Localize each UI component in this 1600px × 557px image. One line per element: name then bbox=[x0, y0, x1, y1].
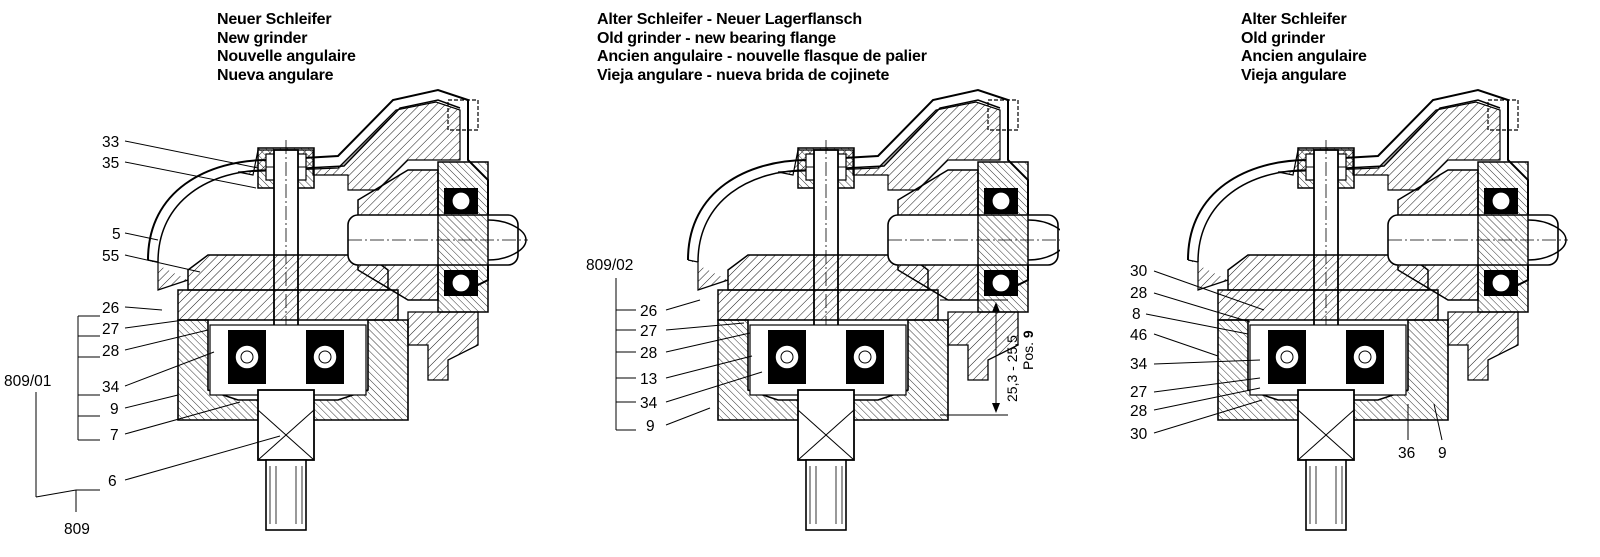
label-34: 34 bbox=[1130, 356, 1148, 373]
label-33: 33 bbox=[102, 134, 119, 151]
label-9: 9 bbox=[1438, 445, 1447, 462]
label-46: 46 bbox=[1130, 327, 1147, 344]
assembly-drawing-new: 33 35 5 55 26 27 28 809/01 34 9 7 6 809 bbox=[4, 89, 529, 538]
label-809-01: 809/01 bbox=[4, 373, 51, 390]
panel-old-grinder: Alter Schleifer Old grinder Ancien angul… bbox=[1100, 0, 1600, 557]
label-55: 55 bbox=[102, 248, 119, 265]
label-809-02: 809/02 bbox=[586, 257, 633, 274]
title-line-es: Nueva angulare bbox=[217, 66, 334, 84]
panel-old-grinder-new-flange: Alter Schleifer - Neuer Lagerflansch Old… bbox=[560, 0, 1060, 557]
title-line-en: Old grinder - new bearing flange bbox=[597, 29, 836, 47]
title-line-en: Old grinder bbox=[1241, 29, 1326, 47]
label-34: 34 bbox=[640, 395, 658, 412]
label-28-bottom: 28 bbox=[1130, 403, 1147, 420]
panel-title-block: Alter Schleifer - Neuer Lagerflansch Old… bbox=[597, 11, 927, 85]
label-35: 35 bbox=[102, 155, 119, 172]
title-line-de: Neuer Schleifer bbox=[217, 11, 332, 28]
title-line-es: Vieja angulare - nueva brida de cojinete bbox=[597, 66, 890, 84]
title-line-fr: Nouvelle angulaire bbox=[217, 48, 356, 65]
label-6: 6 bbox=[108, 473, 117, 490]
label-26: 26 bbox=[102, 300, 119, 317]
label-28-top: 28 bbox=[1130, 285, 1147, 302]
title-line-fr: Ancien angulaire - nouvelle flasque de p… bbox=[597, 48, 927, 65]
label-9: 9 bbox=[646, 418, 655, 435]
assembly-drawing-old-new-flange: 809/02 26 27 28 13 34 9 25,3 - 25,5 Pos.… bbox=[586, 89, 1060, 531]
label-28: 28 bbox=[102, 343, 119, 360]
label-28: 28 bbox=[640, 345, 657, 362]
label-5: 5 bbox=[112, 226, 121, 243]
label-13: 13 bbox=[640, 371, 657, 388]
label-7: 7 bbox=[110, 427, 119, 444]
label-9: 9 bbox=[110, 401, 119, 418]
title-line-fr: Ancien angulaire bbox=[1241, 48, 1367, 65]
label-34: 34 bbox=[102, 379, 120, 396]
label-27: 27 bbox=[640, 323, 657, 340]
title-line-es: Vieja angulare bbox=[1241, 66, 1347, 84]
label-26: 26 bbox=[640, 303, 657, 320]
title-line-en: New grinder bbox=[217, 29, 308, 47]
label-809: 809 bbox=[64, 521, 90, 538]
label-27: 27 bbox=[102, 321, 119, 338]
label-30-bottom: 30 bbox=[1130, 426, 1148, 443]
panel-new-grinder: Neuer Schleifer New grinder Nouvelle ang… bbox=[0, 0, 540, 557]
label-8: 8 bbox=[1132, 306, 1141, 323]
dimension-label: 25,3 - 25,5 bbox=[1004, 335, 1020, 402]
title-line-de: Alter Schleifer - Neuer Lagerflansch bbox=[597, 11, 862, 28]
label-36: 36 bbox=[1398, 445, 1415, 462]
pos-label: Pos. 9 bbox=[1020, 330, 1036, 370]
label-27: 27 bbox=[1130, 384, 1147, 401]
assembly-drawing-old: 30 28 8 46 34 27 28 30 36 9 bbox=[1130, 89, 1569, 531]
label-30-top: 30 bbox=[1130, 263, 1148, 280]
panel-title-block: Neuer Schleifer New grinder Nouvelle ang… bbox=[217, 11, 356, 85]
panel-title-block: Alter Schleifer Old grinder Ancien angul… bbox=[1241, 11, 1367, 85]
title-line-de: Alter Schleifer bbox=[1241, 11, 1347, 28]
